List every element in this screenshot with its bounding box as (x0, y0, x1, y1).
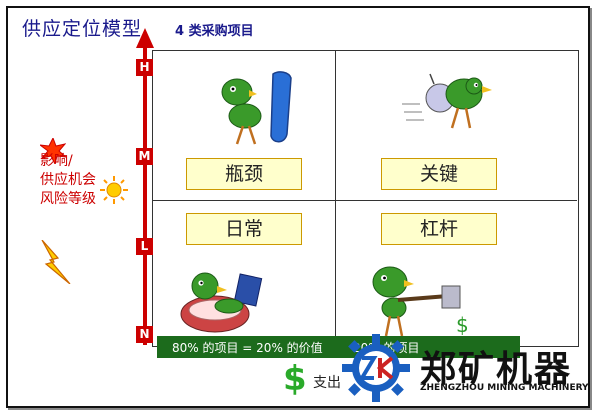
side-label-line-1: 影响/ (40, 153, 73, 169)
axis-tick-high: H (136, 59, 153, 76)
svg-text:$: $ (456, 313, 469, 337)
quadrant-critical-label: 关键 (381, 158, 497, 190)
subtitle-text: 4 类采购项目 (175, 24, 254, 39)
starburst-icon (40, 138, 66, 164)
bird-hammer-illustration: $ (372, 266, 469, 337)
bird-reading-illustration (180, 272, 263, 333)
lightning-icon (41, 240, 71, 284)
axis-arrow-icon (136, 28, 154, 48)
impact-axis-line (143, 45, 147, 345)
watermark-brand-cn: 郑矿机器 (420, 349, 573, 390)
bird-bomb-illustration (402, 73, 492, 129)
side-label-line-2: 供应机会 (40, 172, 96, 188)
page-subtitle: 4 类采购项目 (175, 20, 254, 39)
axis-tick-medium: M (136, 148, 153, 165)
side-label-line-3: 风险等级 (40, 191, 96, 207)
side-axis-label: 影响/ 供应机会 风险等级 (40, 152, 96, 209)
bottom-value-bar (157, 336, 520, 358)
svg-text:$: $ (283, 359, 307, 396)
watermark-brand-en: ZHENGZHOU MINING MACHINERY (420, 383, 589, 393)
gear-logo-icon (342, 334, 410, 402)
quadrant-leverage-label: 杠杆 (381, 213, 497, 245)
matrix-horizontal-divider (152, 200, 577, 201)
page-title: 供应定位模型 (22, 18, 143, 40)
bar-text-routine: 80% 的项目 = 20% 的价值 (172, 341, 323, 355)
sun-icon (100, 176, 128, 204)
bird-bottle-illustration (221, 71, 292, 145)
matrix-vertical-divider (335, 50, 336, 345)
quadrant-bottleneck-label: 瓶颈 (186, 158, 302, 190)
axis-tick-low: L (136, 238, 153, 255)
dollar-icon: $ (283, 359, 307, 396)
quadrant-routine-label: 日常 (186, 213, 302, 245)
axis-tick-none: N (136, 326, 153, 343)
x-axis-label: 支出 (313, 375, 341, 391)
